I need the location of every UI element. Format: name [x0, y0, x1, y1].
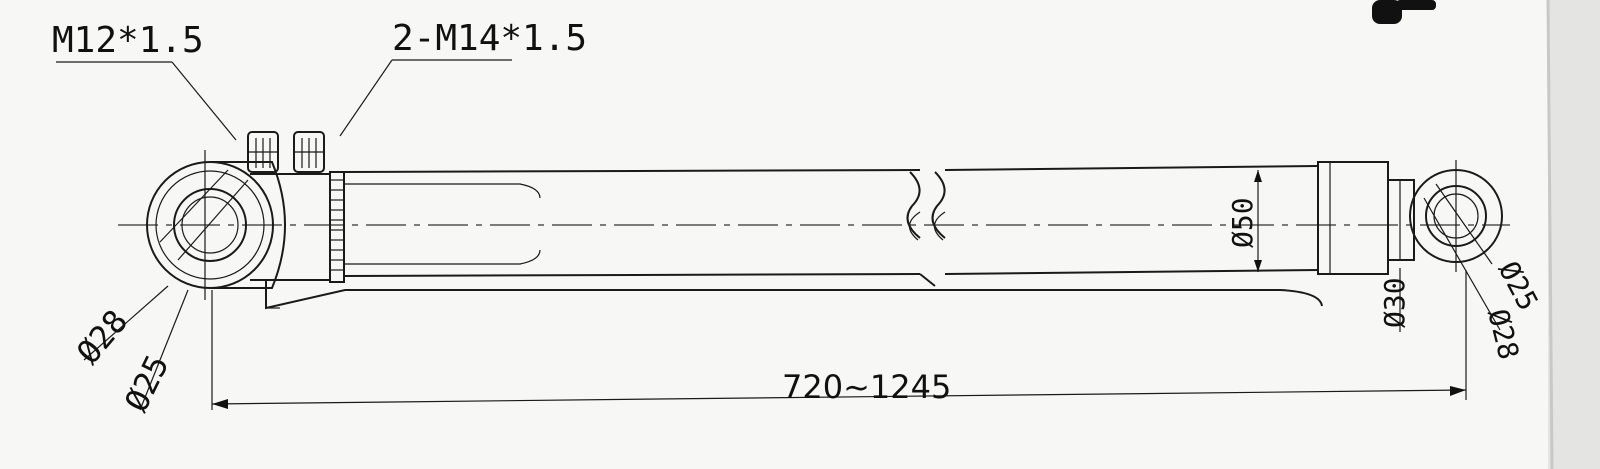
port-fitting-1	[247, 131, 279, 173]
right-eye-inner-dia: Ø25	[1492, 256, 1545, 316]
left-eye	[146, 150, 345, 300]
right-eye-outer-dia: Ø28	[1481, 306, 1525, 363]
port-label-double: 2-M14*1.5	[392, 18, 587, 59]
port-fitting-2	[293, 131, 325, 173]
right-eye	[1409, 160, 1503, 331]
barrel	[265, 161, 1389, 310]
barrel-diameter-label: Ø50	[1226, 197, 1259, 248]
barrel-diameter-dim	[1254, 170, 1262, 272]
left-eye-leaders	[83, 285, 189, 411]
length-range-label: 720~1245	[782, 368, 951, 406]
port-label-single: M12*1.5	[52, 20, 204, 61]
left-eye-inner-dia: Ø25	[117, 349, 176, 418]
ink-blot	[1372, 0, 1436, 24]
length-dimension	[211, 270, 1467, 410]
piston-rod	[1387, 179, 1415, 332]
left-eye-outer-dia: Ø28	[69, 302, 135, 371]
knurl-pattern	[330, 179, 344, 271]
port-leaders	[56, 59, 512, 141]
rod-diameter-label: Ø30	[1378, 277, 1411, 328]
page-edge-shadow	[1546, 0, 1600, 469]
